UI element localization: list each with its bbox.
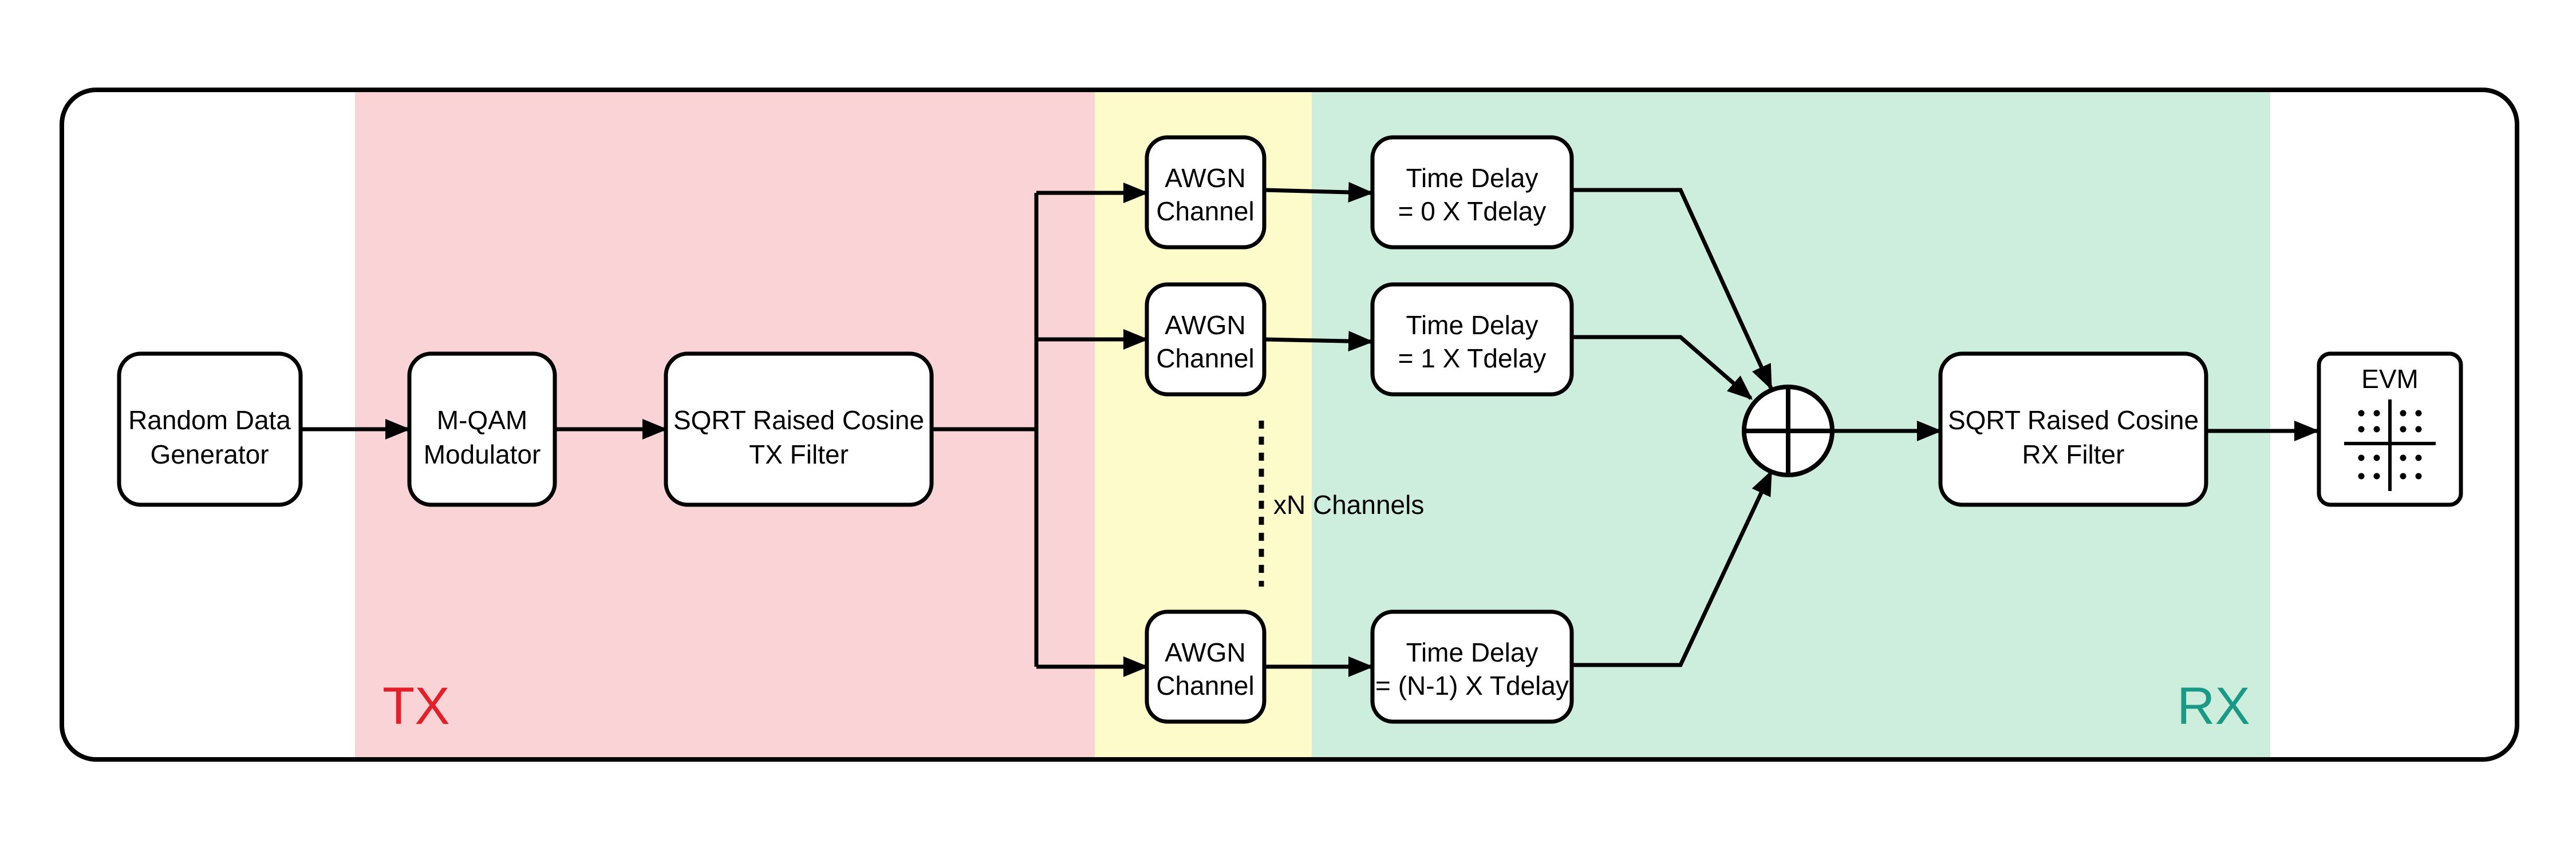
constellation-point (2415, 410, 2422, 417)
svg-text:= 1 X Tdelay: = 1 X Tdelay (1398, 343, 1547, 373)
svg-text:Channel: Channel (1156, 343, 1254, 373)
constellation-point (2400, 454, 2407, 461)
constellation-point (2415, 426, 2422, 433)
wire-delay-2-to-summer (1572, 335, 1753, 400)
constellation-point (2400, 410, 2407, 417)
svg-text:SQRT Raised Cosine: SQRT Raised Cosine (673, 405, 924, 435)
awgn-channel-block-2: AWGN Channel (1145, 282, 1267, 397)
constellation-point (2358, 473, 2365, 480)
constellation-point (2415, 454, 2422, 461)
svg-text:Modulator: Modulator (424, 440, 541, 469)
wire-delay-n-to-summer (1572, 470, 1773, 667)
constellation-point (2415, 473, 2422, 480)
svg-text:Time Delay: Time Delay (1406, 310, 1539, 340)
svg-text:RX Filter: RX Filter (2022, 440, 2125, 469)
constellation-point (2358, 410, 2365, 417)
evm-block: EVM (2317, 351, 2463, 507)
wire-delay-1-to-summer (1572, 188, 1773, 390)
wire-awgn-2-to-delay-2 (1264, 331, 1374, 352)
svg-text:= (N-1) X Tdelay: = (N-1) X Tdelay (1375, 671, 1569, 700)
svg-text:Time Delay: Time Delay (1406, 163, 1539, 193)
svg-text:M-QAM: M-QAM (437, 405, 527, 435)
constellation-point (2358, 426, 2365, 433)
time-delay-block-2: Time Delay = 1 X Tdelay (1370, 282, 1574, 397)
constellation-point (2373, 426, 2380, 433)
svg-text:Time Delay: Time Delay (1406, 638, 1539, 667)
svg-text:Channel: Channel (1156, 671, 1254, 700)
svg-text:EVM: EVM (2361, 364, 2419, 394)
svg-text:= 0 X Tdelay: = 0 X Tdelay (1398, 196, 1547, 226)
time-delay-block-n: Time Delay = (N-1) X Tdelay (1370, 609, 1574, 724)
awgn-channel-block-1: AWGN Channel (1145, 135, 1267, 250)
constellation-point (2400, 473, 2407, 480)
svg-text:AWGN: AWGN (1165, 163, 1245, 193)
wire-awgn-1-to-delay-1 (1264, 181, 1374, 203)
tx-label: TX (382, 677, 450, 735)
rx-label: RX (2177, 677, 2250, 735)
outer-frame (60, 88, 2519, 762)
rx-filter-block: SQRT Raised Cosine RX Filter (1938, 351, 2208, 507)
awgn-channel-block-n: AWGN Channel (1145, 609, 1267, 724)
svg-text:Random Data: Random Data (128, 405, 291, 435)
svg-text:AWGN: AWGN (1165, 638, 1245, 667)
mqam-modulator-block: M-QAM Modulator (407, 351, 557, 507)
constellation-icon (2344, 399, 2436, 491)
random-data-generator-block: Random Data Generator (117, 351, 303, 507)
summing-junction-icon (1742, 385, 1835, 477)
svg-text:Generator: Generator (150, 440, 269, 469)
constellation-point (2400, 426, 2407, 433)
tx-filter-block: SQRT Raised Cosine TX Filter (664, 351, 934, 507)
svg-text:Channel: Channel (1156, 196, 1254, 226)
svg-text:AWGN: AWGN (1165, 310, 1245, 340)
channels-note: xN Channels (1273, 490, 1424, 520)
constellation-point (2358, 454, 2365, 461)
time-delay-block-1: Time Delay = 0 X Tdelay (1370, 135, 1574, 250)
constellation-point (2373, 454, 2380, 461)
constellation-point (2373, 473, 2380, 480)
svg-text:TX Filter: TX Filter (749, 440, 849, 469)
svg-text:SQRT Raised Cosine: SQRT Raised Cosine (1948, 405, 2199, 435)
constellation-point (2373, 410, 2380, 417)
